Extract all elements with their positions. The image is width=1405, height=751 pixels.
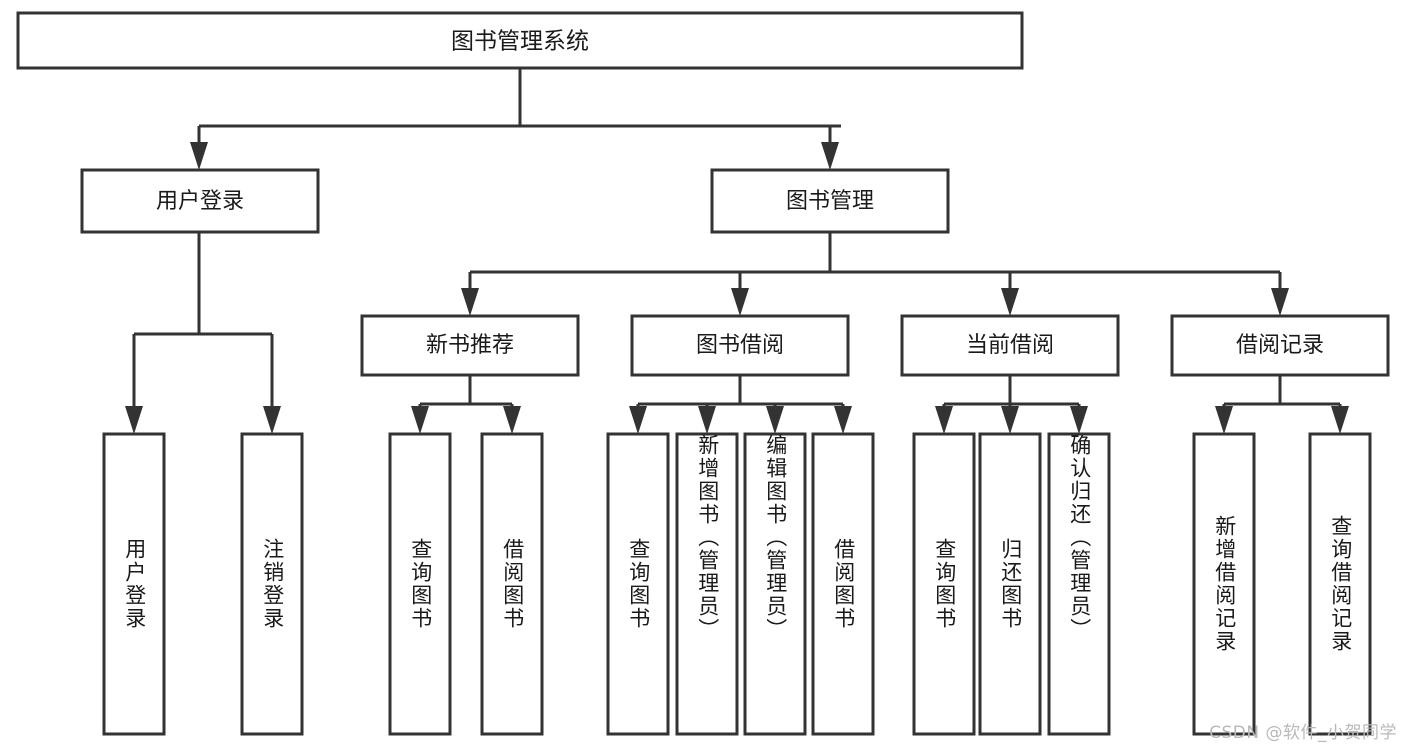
node-root[interactable]: 图书管理系统 — [16, 11, 1024, 70]
connector-group-current-borrow — [935, 375, 1088, 434]
arrow-head-borrow-record — [1271, 288, 1289, 316]
arrow-head-leaf-return-book — [1001, 406, 1019, 434]
node-borrow-record-label: 借阅记录 — [1236, 333, 1324, 358]
arrow-head-leaf-add-borrow-record — [1215, 406, 1233, 434]
arrow-head-book-borrow — [731, 288, 749, 316]
node-leaf-logout-login-box[interactable] — [240, 432, 304, 736]
node-leaf-query-book-current-box[interactable] — [912, 432, 976, 736]
node-book-borrow[interactable]: 图书借阅 — [630, 314, 850, 377]
node-borrow-record[interactable]: 借阅记录 — [1170, 314, 1390, 377]
connector-group-borrow-record — [1215, 375, 1349, 434]
node-leaf-return-book-box[interactable] — [978, 432, 1042, 736]
arrow-head-leaf-user-login — [125, 406, 143, 434]
arrow-head-leaf-borrow-book — [834, 406, 852, 434]
node-book-borrow-label: 图书借阅 — [696, 333, 784, 358]
node-leaf-add-borrow-record-box[interactable] — [1192, 432, 1256, 736]
node-user-login-box[interactable] — [80, 168, 320, 234]
arrow-head-book-manage — [821, 142, 839, 170]
arrow-head-leaf-query-book-borrow — [629, 406, 647, 434]
node-current-borrow-label: 当前借阅 — [966, 333, 1054, 358]
node-new-book-recommend-box[interactable] — [360, 314, 580, 377]
node-current-borrow[interactable]: 当前借阅 — [900, 314, 1120, 377]
arrow-head-new-book-recommend — [461, 288, 479, 316]
arrow-head-leaf-borrow-book-rec — [503, 406, 521, 434]
node-user-login-label: 用户登录 — [156, 189, 244, 214]
arrow-head-leaf-query-book-current — [935, 406, 953, 434]
node-current-borrow-box[interactable] — [900, 314, 1120, 377]
arrow-head-leaf-query-borrow-record — [1331, 406, 1349, 434]
arrow-head-leaf-add-book-admin — [698, 406, 716, 434]
node-new-book-recommend[interactable]: 新书推荐 — [360, 314, 580, 377]
node-user-login[interactable]: 用户登录 — [80, 168, 320, 234]
connector-group-root — [190, 68, 841, 170]
node-leaf-query-book-borrow-box[interactable] — [606, 432, 670, 736]
arrow-head-leaf-edit-book-admin — [766, 406, 784, 434]
node-new-book-recommend-label: 新书推荐 — [426, 333, 514, 358]
arrow-head-current-borrow — [1001, 288, 1019, 316]
connector-group-book-borrow — [629, 375, 852, 434]
node-root-box[interactable] — [16, 11, 1024, 70]
watermark-text: CSDN @软件_小贺同学 — [1209, 723, 1397, 743]
arrow-head-leaf-query-book-rec — [411, 406, 429, 434]
node-book-borrow-box[interactable] — [630, 314, 850, 377]
node-root-label: 图书管理系统 — [451, 29, 589, 55]
connector-group-book-manage — [461, 232, 1289, 316]
node-leaf-edit-book-admin-box[interactable] — [743, 432, 807, 736]
node-borrow-record-box[interactable] — [1170, 314, 1390, 377]
node-leaf-borrow-book-rec-box[interactable] — [480, 432, 544, 736]
node-book-manage-label: 图书管理 — [786, 189, 874, 214]
connector-group-new-book-recommend — [411, 375, 521, 434]
arrow-head-leaf-confirm-return-admin — [1070, 406, 1088, 434]
arrow-head-leaf-logout-login — [263, 406, 281, 434]
node-leaf-confirm-return-admin-box[interactable] — [1047, 432, 1111, 736]
node-leaf-query-borrow-record-box[interactable] — [1308, 432, 1372, 736]
node-leaf-query-book-rec-box[interactable] — [388, 432, 452, 736]
arrow-head-user-login — [190, 142, 208, 170]
node-book-manage-box[interactable] — [710, 168, 950, 234]
node-book-manage[interactable]: 图书管理 — [710, 168, 950, 234]
connector-group-user-login — [125, 232, 281, 434]
node-leaf-user-login-box[interactable] — [102, 432, 166, 736]
node-leaf-add-book-admin-box[interactable] — [675, 432, 739, 736]
node-leaf-borrow-book-box[interactable] — [811, 432, 875, 736]
